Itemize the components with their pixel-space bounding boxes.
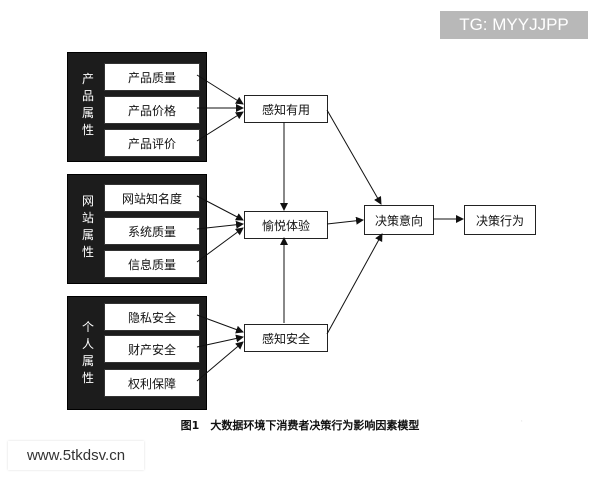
attr-product-quality: 产品质量 bbox=[104, 63, 200, 91]
arrow-usefulness-to-intention bbox=[326, 109, 382, 205]
title-char: 网 bbox=[81, 194, 94, 208]
title-char: 性 bbox=[81, 245, 94, 259]
arrow-product-quality bbox=[196, 74, 244, 105]
tg-watermark-label: TG: MYYJJPP bbox=[440, 11, 588, 39]
title-char: 品 bbox=[81, 89, 94, 103]
personal-attributes-group: 个 人 属 性 隐私安全 财产安全 权利保障 bbox=[67, 296, 207, 410]
attr-privacy-security: 隐私安全 bbox=[104, 303, 200, 331]
arrow-rights-protection bbox=[196, 341, 244, 382]
title-char: 性 bbox=[81, 371, 94, 385]
arrow-pleasure-to-intention bbox=[326, 216, 364, 225]
node-decision-behavior: 决策行为 bbox=[464, 205, 536, 235]
arrow-privacy-security bbox=[196, 314, 244, 334]
title-char: 属 bbox=[81, 228, 94, 242]
title-char: 性 bbox=[81, 123, 94, 137]
arrow-info-quality bbox=[196, 227, 244, 263]
title-char: 站 bbox=[81, 211, 94, 225]
node-perceived-security: 感知安全 bbox=[244, 324, 328, 352]
attr-property-security: 财产安全 bbox=[104, 335, 200, 363]
attr-product-price: 产品价格 bbox=[104, 96, 200, 124]
node-pleasure-experience: 愉悦体验 bbox=[244, 211, 328, 239]
site-watermark-label: www.5tkdsv.cn bbox=[8, 441, 144, 470]
attr-system-quality: 系统质量 bbox=[104, 217, 200, 245]
figure-caption: 图1 大数据环境下消费者决策行为影响因素模型 bbox=[180, 419, 420, 432]
website-attributes-group: 网 站 属 性 网站知名度 系统质量 信息质量 bbox=[67, 174, 207, 284]
attr-site-reputation: 网站知名度 bbox=[104, 184, 200, 212]
attr-product-review: 产品评价 bbox=[104, 129, 200, 157]
title-char: 属 bbox=[81, 106, 94, 120]
website-attributes-title: 网 站 属 性 bbox=[81, 193, 95, 261]
product-attributes-title: 产 品 属 性 bbox=[81, 71, 95, 139]
arrow-security-to-intention bbox=[326, 233, 383, 335]
arrow-system-quality bbox=[196, 220, 244, 230]
title-char: 人 bbox=[81, 337, 94, 351]
attr-info-quality: 信息质量 bbox=[104, 250, 200, 278]
title-char: 个 bbox=[81, 320, 94, 334]
attr-rights-protection: 权利保障 bbox=[104, 369, 200, 397]
arrow-property-security bbox=[196, 334, 244, 348]
arrow-product-review bbox=[196, 111, 244, 142]
title-char: 属 bbox=[81, 354, 94, 368]
title-char: 产 bbox=[81, 72, 94, 86]
personal-attributes-title: 个 人 属 性 bbox=[81, 319, 95, 387]
product-attributes-group: 产 品 属 性 产品质量 产品价格 产品评价 bbox=[67, 52, 207, 162]
node-perceived-usefulness: 感知有用 bbox=[244, 95, 328, 123]
arrow-site-reputation bbox=[196, 195, 244, 221]
node-decision-intention: 决策意向 bbox=[364, 205, 434, 235]
